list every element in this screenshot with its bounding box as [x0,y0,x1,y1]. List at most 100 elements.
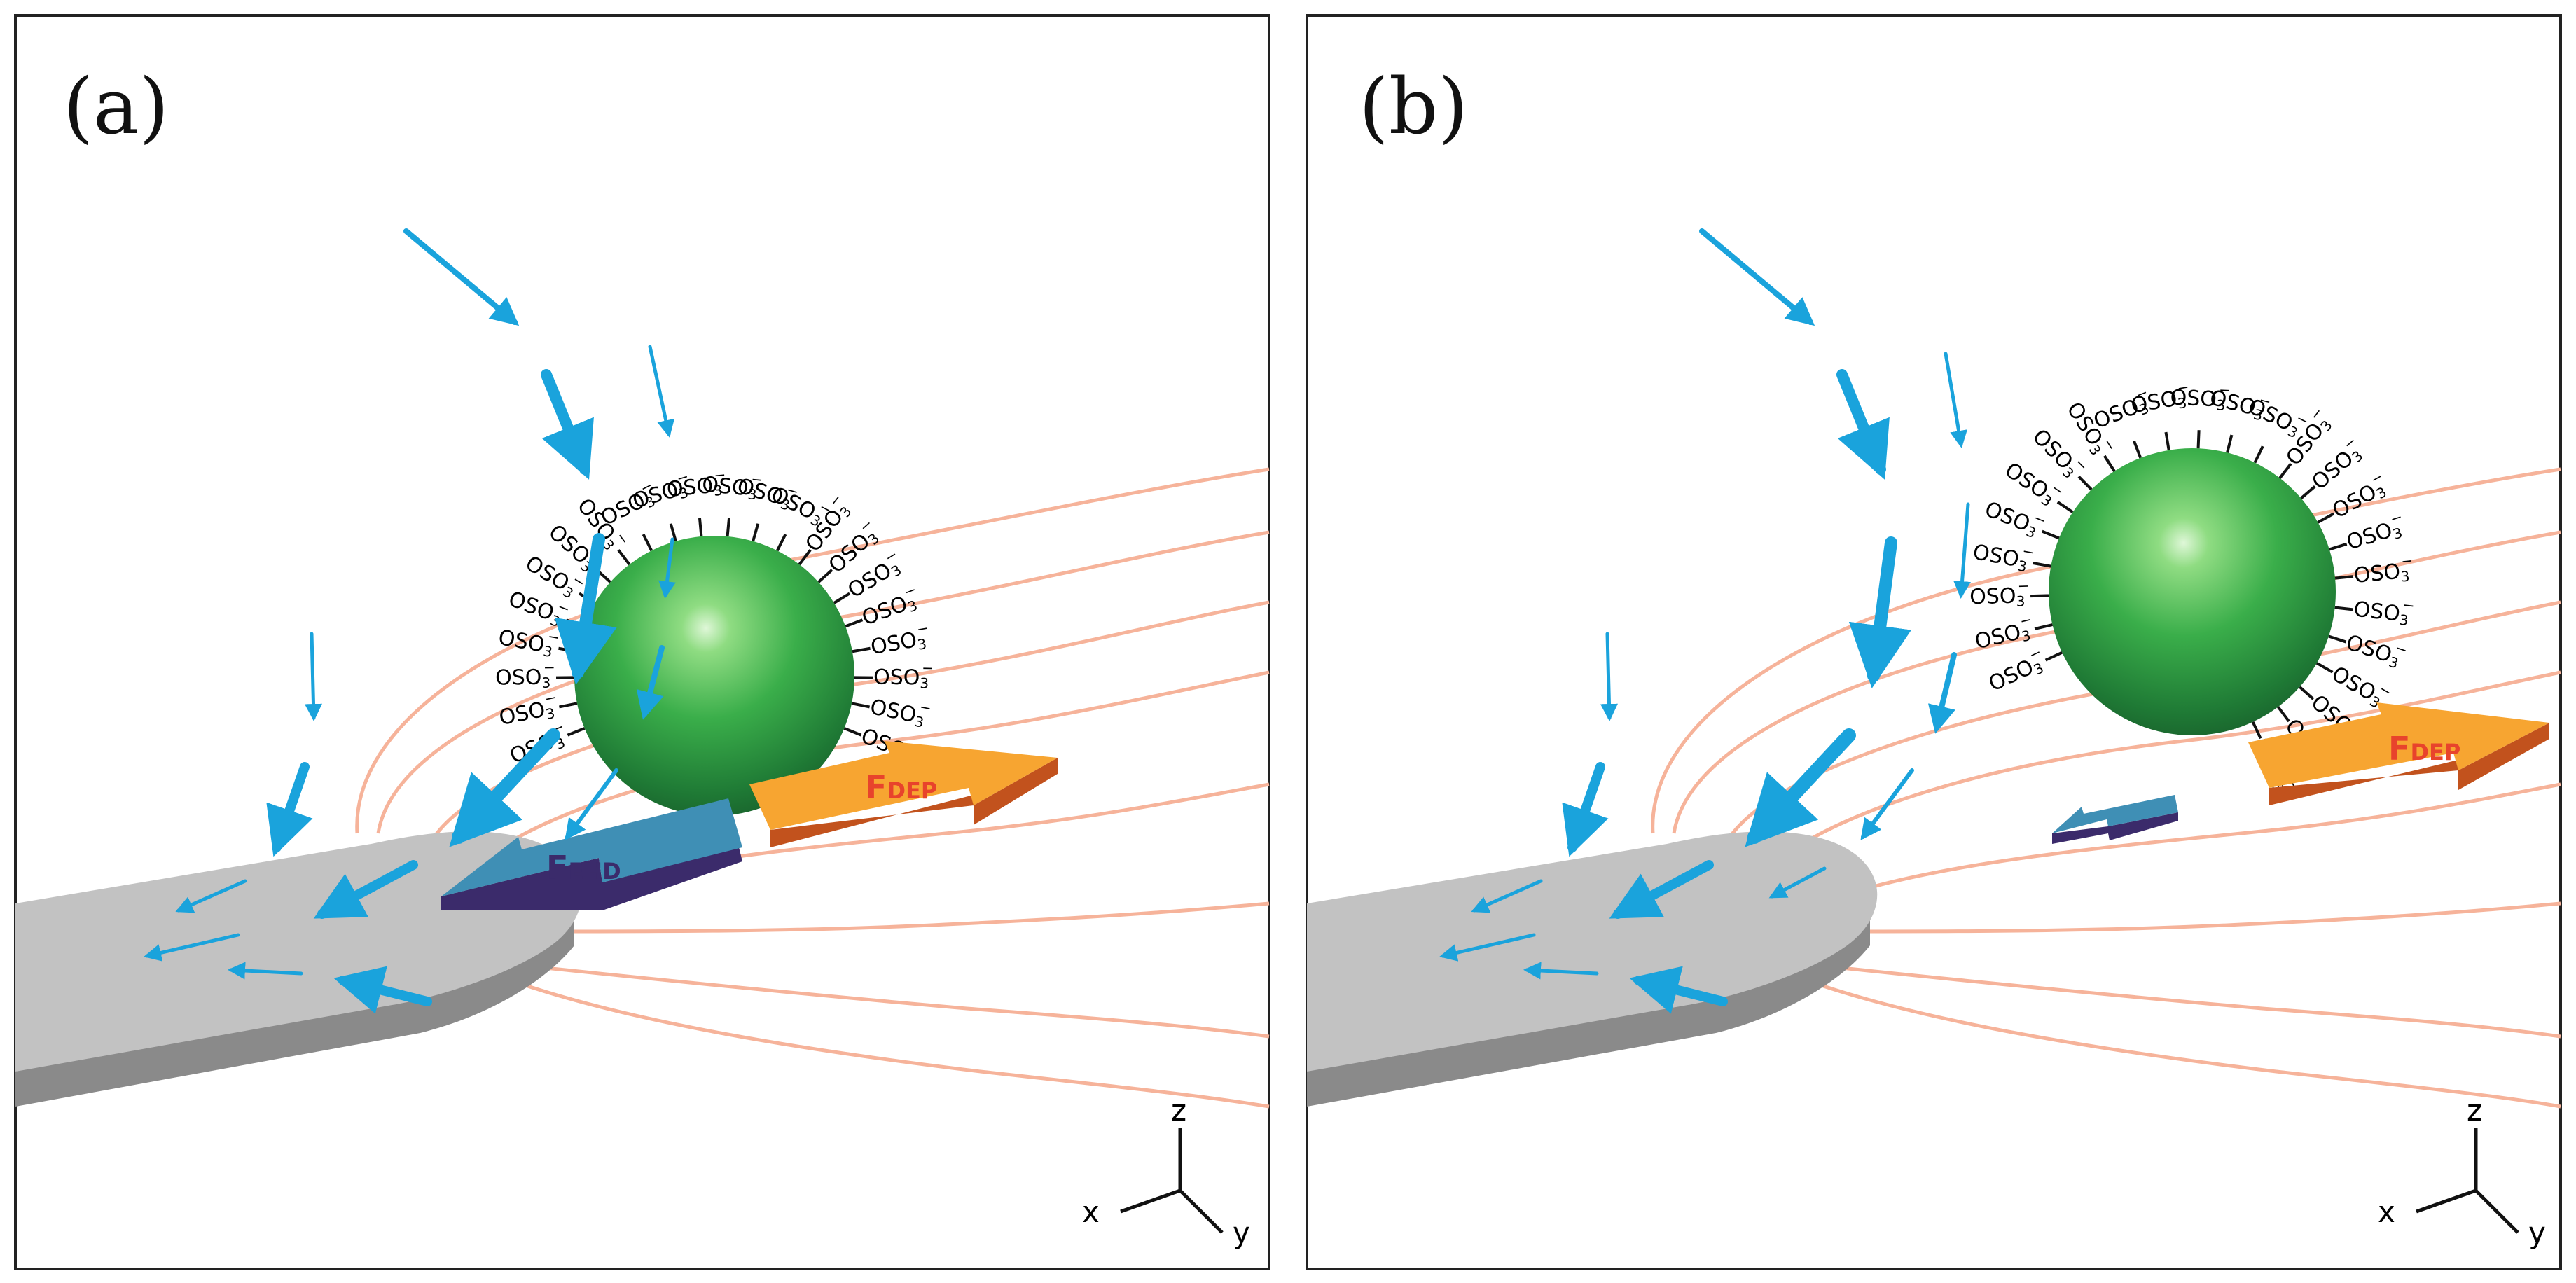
surface-group-tick [669,523,677,542]
flow-arrow [1848,536,1912,688]
ehd-force-arrow [2052,795,2178,844]
flow-arrow [1953,502,1971,599]
surface-group-tick [2315,662,2334,674]
flow-arrow [658,537,676,599]
surface-group-tick [752,523,760,542]
flow-arrows [144,228,676,1014]
flow-arrow [1944,352,1967,448]
flow-arrow [1836,369,1890,480]
flow-arrow [1562,762,1609,857]
surface-group-tick [2033,562,2051,568]
flow-arrow [1699,228,1815,326]
flow-arrow [1860,768,1914,840]
dep-force-label: FDEP [865,768,937,806]
surface-group-tick [2034,623,2053,630]
surface-group-tick [2334,606,2353,611]
surface-group-tick [851,702,870,709]
axis-y-label: y [2528,1216,2546,1250]
flow-arrow [266,762,313,857]
dep-force-arrow: FDEP [2248,702,2549,805]
surface-group-label: OSO3− [2353,590,2416,629]
surface-group-label: OSO3− [1969,577,2030,611]
surface-group-tick [2226,434,2234,453]
flow-arrow [1600,632,1618,721]
flow-arrow [1629,966,1728,1014]
flow-arrow [636,645,665,720]
flow-arrow [1523,962,1599,980]
flow-arrow [541,369,594,480]
flow-arrow [1768,866,1827,899]
surface-group-tick [698,518,703,537]
panel-label: (b) [1359,62,1468,151]
surface-group-label: OSO3− [2170,379,2231,414]
axis-triad [1120,1128,1224,1234]
axis-triad [2416,1128,2519,1234]
panel-a: (a) OSO3−OSO3−OSO3−OSO3−OSO3−OSO3−OSO3−O… [14,14,1270,1270]
surface-group-label: OSO3− [701,466,764,504]
surface-group-tick [2334,575,2354,580]
surface-group-label: OSO3− [873,658,934,691]
flow-arrow [228,962,303,980]
dep-force-arrow: FDEP [749,741,1058,847]
flow-arrow [1745,728,1856,847]
flow-arrow [1471,879,1543,913]
surface-group-tick [845,618,864,628]
surface-group-tick [2044,651,2063,662]
flow-arrow [1927,652,1957,734]
electrode [15,831,582,1107]
flow-arrow [333,966,432,1014]
surface-group-tick [2042,529,2060,540]
surface-group-label: OSO3− [495,658,555,691]
axis-y-label: y [1233,1216,1250,1250]
surface-group-tick [2300,485,2316,499]
surface-group-tick [642,534,653,552]
surface-group-tick [833,592,851,604]
flow-arrow [1609,860,1714,919]
flow-arrow [305,632,322,721]
flow-arrow [1439,933,1536,962]
surface-group-tick [2164,431,2170,451]
axis-x-label: x [2378,1195,2395,1229]
surface-group-tick [2253,445,2264,464]
surface-group-tick [2251,721,2262,740]
axis-z-label: z [1171,1093,1186,1128]
surface-group-tick [559,702,578,709]
surface-group-tick [2299,686,2315,700]
panel-label: (a) [63,62,169,151]
surface-group-tick [2329,542,2348,551]
axis-z-label: z [2467,1093,2482,1128]
surface-group-tick [2103,455,2116,472]
surface-group-tick [2077,476,2093,491]
surface-group-tick [2328,634,2347,644]
surface-group-tick [775,534,787,552]
surface-group-tick [617,549,631,566]
flow-arrow [554,533,617,685]
ehd-force-label: FEHD [546,849,621,887]
flow-arrow [144,933,240,962]
surface-group-tick [843,727,862,737]
flow-arrows [1439,228,1971,1014]
particle-sphere [2049,448,2336,735]
surface-group-tick [2317,512,2335,524]
surface-group-tick [852,646,871,653]
flow-arrow [648,345,674,438]
surface-group-tick [2056,501,2074,513]
ehd-force-arrow: FEHD [441,798,742,910]
surface-group-tick [2277,706,2290,723]
surface-group-tick [2133,440,2142,459]
surface-group-tick [2030,594,2049,598]
surface-group-tick [798,549,812,566]
flow-arrow [313,860,418,919]
surface-group-label: OSO3− [665,466,728,504]
particle-sphere [574,536,854,816]
surface-group-tick [2196,430,2201,449]
surface-group-tick [817,569,833,583]
electrode [1307,831,1878,1107]
surface-group-tick [726,518,730,537]
surface-group-tick [567,727,586,737]
flow-arrow [449,728,560,847]
dep-force-label: FDEP [2388,730,2460,768]
axis-x-label: x [1082,1195,1100,1229]
flow-arrow [175,879,247,913]
